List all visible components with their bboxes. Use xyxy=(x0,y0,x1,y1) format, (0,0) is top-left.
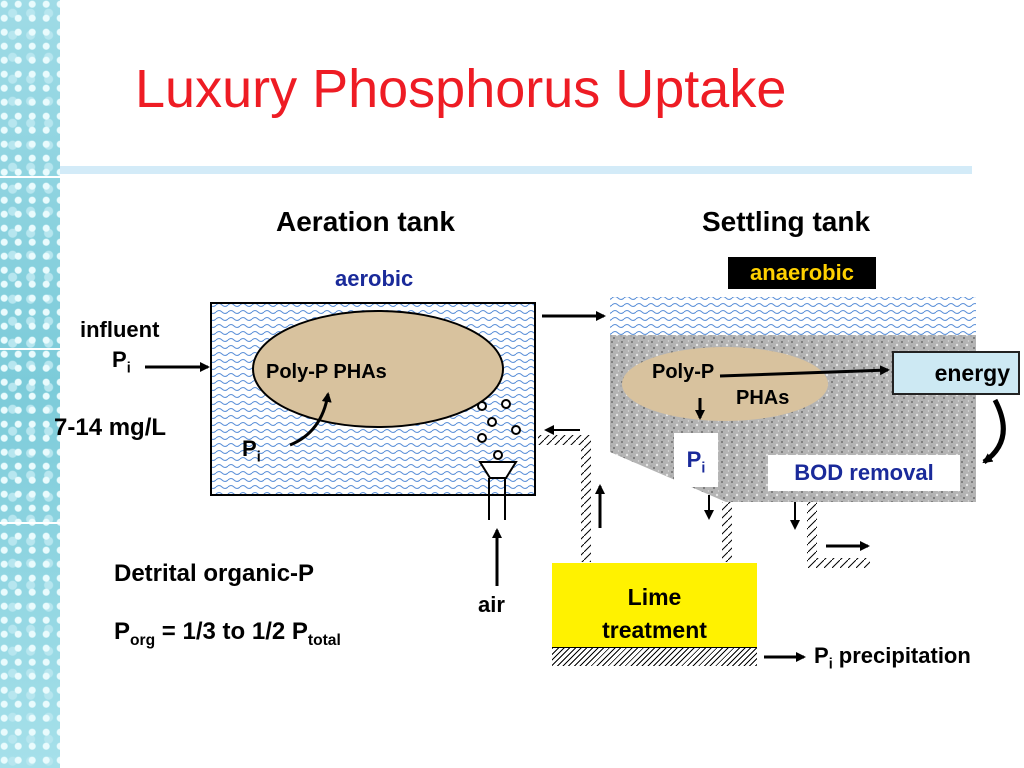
air-bubble xyxy=(501,399,511,409)
aeration-polyp-phas-label: Poly-P PHAs xyxy=(266,361,387,383)
air-bubble xyxy=(487,417,497,427)
detrital-label: Detrital organic-P xyxy=(114,560,315,587)
energy-arrow xyxy=(719,365,890,378)
settling-ellipse xyxy=(622,347,828,421)
sidebar-divider xyxy=(0,348,60,350)
air-bubble xyxy=(477,433,487,443)
lime-line2: treatment xyxy=(602,617,707,643)
air-bubble xyxy=(511,425,521,435)
settling-pi-box: Pi xyxy=(674,433,718,487)
air-label: air xyxy=(478,592,505,617)
porg-formula: Porg = 1/3 to 1/2 Ptotal xyxy=(114,618,341,649)
pi-precipitation-label: Pi precipitation xyxy=(814,643,971,673)
energy-to-bod-arrow xyxy=(982,398,1006,465)
concentration-label: 7-14 mg/L xyxy=(54,414,167,441)
sidebar-divider xyxy=(0,176,60,178)
lime-sediment xyxy=(552,647,757,666)
air-bubble xyxy=(477,401,487,411)
title-underline xyxy=(60,166,972,174)
decorative-sidebar xyxy=(0,0,60,768)
settling-phas-label: PHAs xyxy=(736,387,790,409)
aeration-tank-label: Aeration tank xyxy=(276,206,455,237)
uptake-arrow xyxy=(289,392,332,447)
aerobic-label: aerobic xyxy=(335,266,414,291)
sidebar-divider xyxy=(0,522,60,524)
anaerobic-label: anaerobic xyxy=(728,257,876,289)
bod-removal-box: BOD removal xyxy=(768,455,960,491)
settling-tank-water xyxy=(610,297,976,335)
settling-polyp-label: Poly-P xyxy=(652,361,715,383)
settling-tank-label: Settling tank xyxy=(702,206,871,237)
aeration-pi-label: Pi xyxy=(242,436,261,466)
air-bubble xyxy=(493,450,503,460)
lime-line1: Lime xyxy=(627,584,682,610)
lime-treatment-box: Lime treatment xyxy=(552,563,757,647)
effluent-pipe xyxy=(807,502,870,568)
energy-box: energy xyxy=(892,351,1020,395)
influent-label: influent xyxy=(80,317,160,342)
influent-pi-label: Pi xyxy=(112,347,131,377)
slide-title: Luxury Phosphorus Uptake xyxy=(135,59,787,119)
return-pipe xyxy=(538,435,591,562)
aeration-ellipse xyxy=(252,310,504,428)
